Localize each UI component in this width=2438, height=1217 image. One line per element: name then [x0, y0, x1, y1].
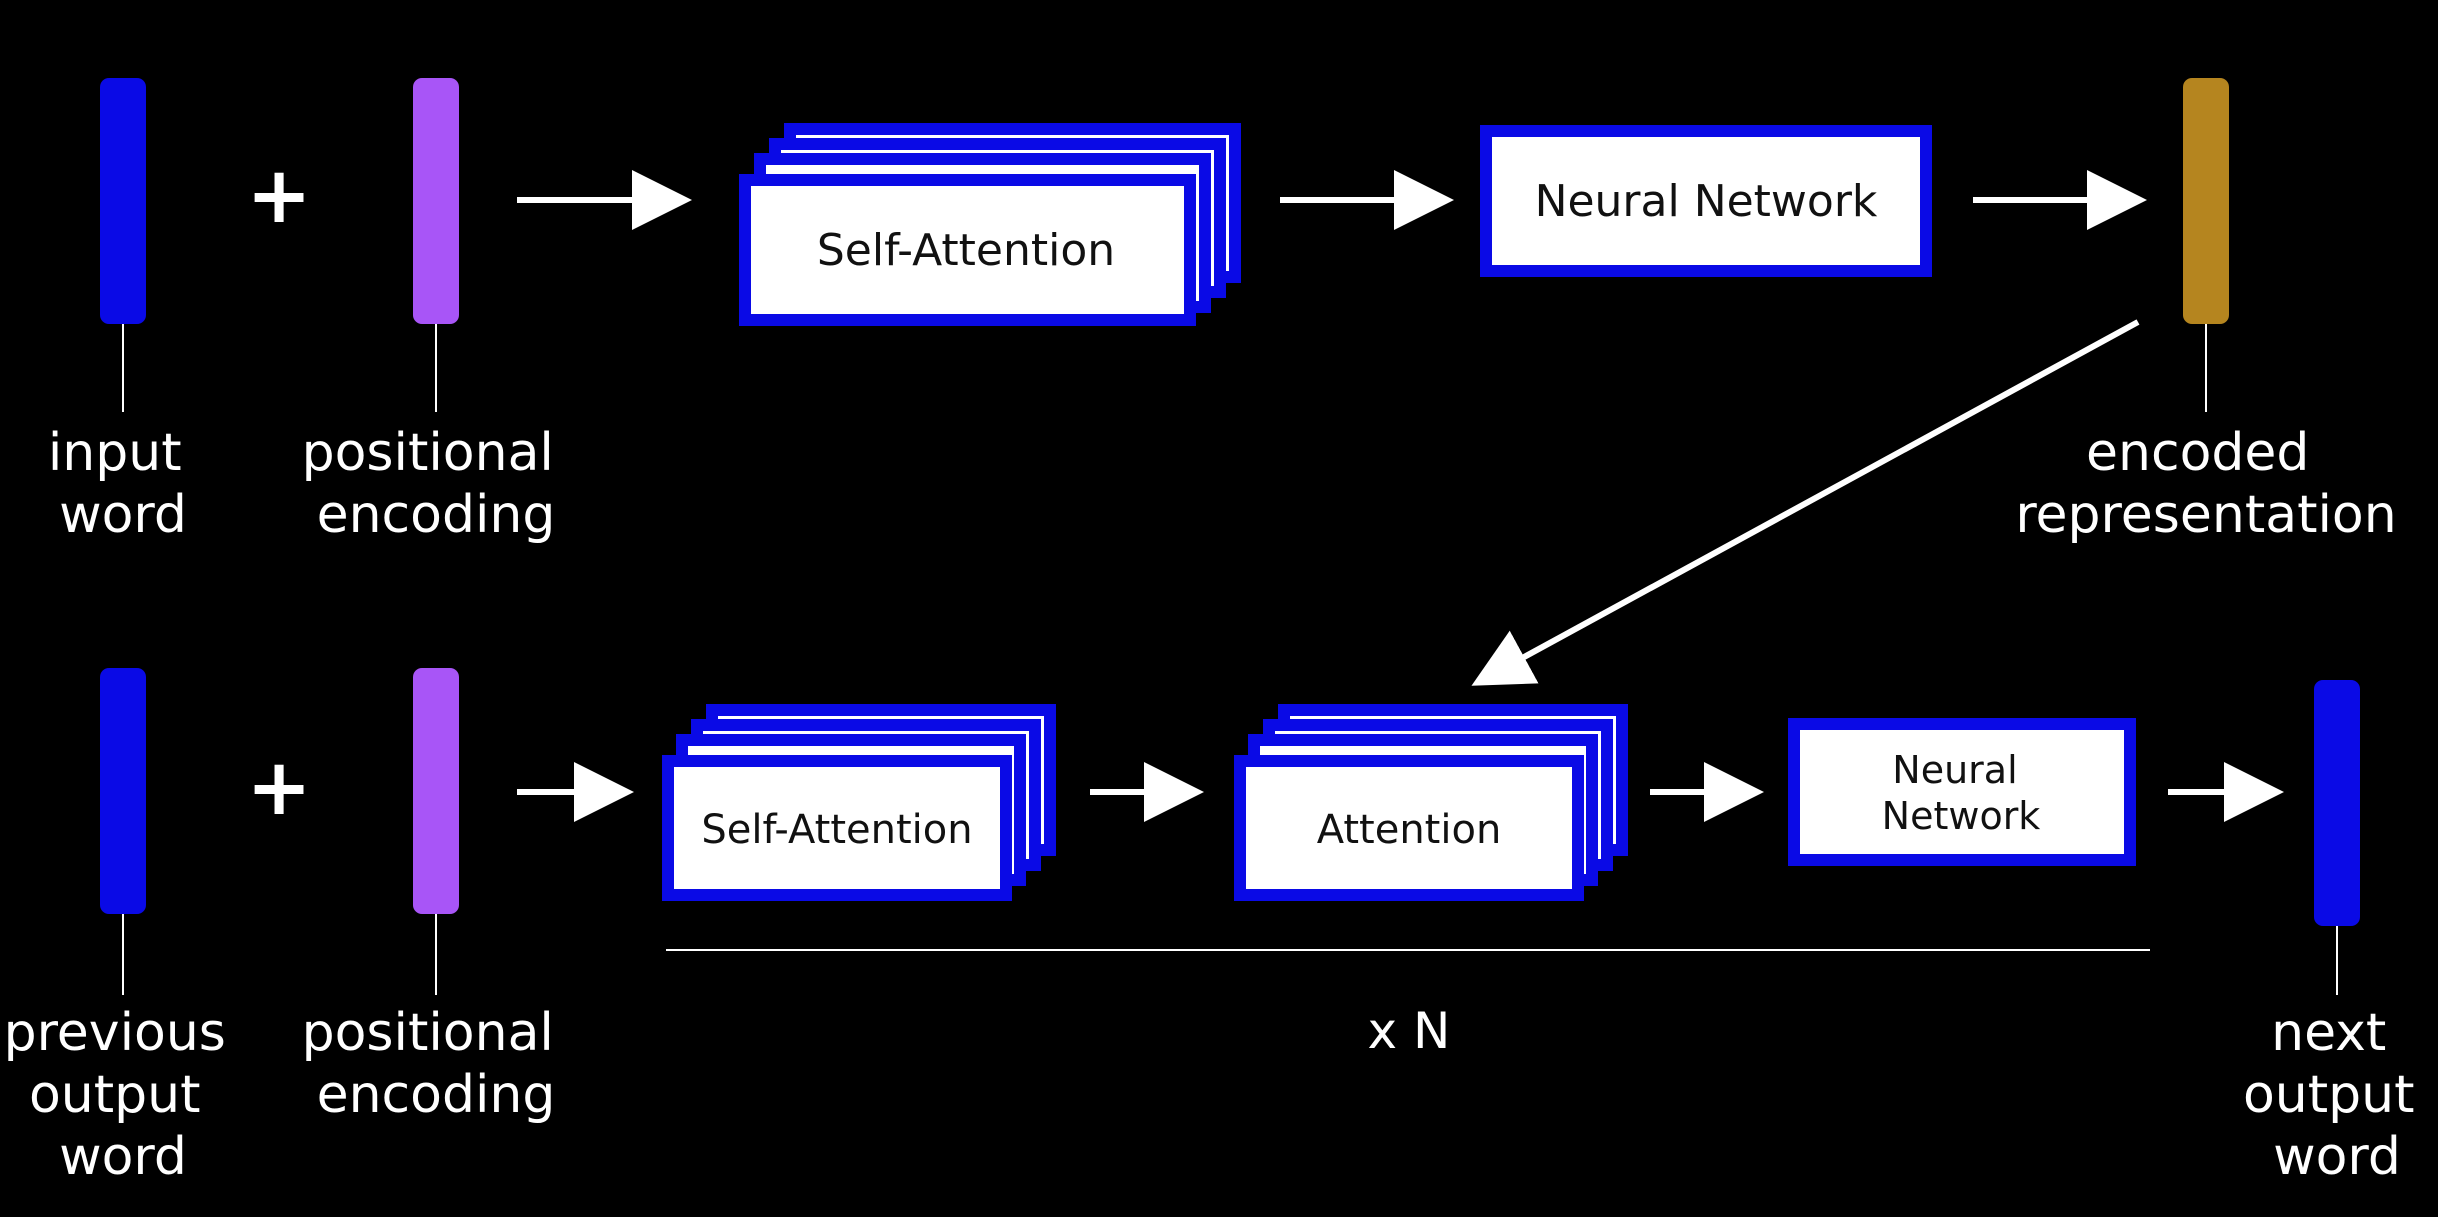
previous-output-word-label: previous output word — [4, 1003, 243, 1187]
encoder-self-attention-box — [739, 174, 1196, 326]
repeat-n-label: x N — [1368, 1002, 1451, 1060]
input-word-label: input word — [48, 423, 198, 545]
encoder-to-decoder-arrow — [1471, 319, 2140, 686]
decoder-attention-box — [1234, 755, 1584, 901]
input-word-vector — [100, 78, 146, 324]
encoder-neural-network-box — [1480, 125, 1932, 277]
decoder-positional-vector — [413, 668, 459, 914]
encoder-positional-vector — [413, 78, 459, 324]
encoded-representation-vector — [2183, 78, 2229, 324]
encoder-neural-network-label: Neural Network — [1535, 176, 1878, 227]
decoder-attention-label: Attention — [1317, 807, 1502, 853]
encoder-positional-label: positional encoding — [302, 423, 571, 545]
decoder-neural-network-label: Neural Network — [1882, 748, 2041, 838]
next-output-word-label: next output word — [2243, 1003, 2431, 1187]
decoder-neural-network-box — [1788, 718, 2136, 866]
next-output-word-vector — [2314, 680, 2360, 926]
decoder-self-attention-label: Self-Attention — [701, 807, 972, 853]
encoded-representation-label: encoded representation — [2015, 423, 2396, 545]
decoder-attention-stack: Attention — [1234, 704, 1628, 901]
decoder-positional-label: positional encoding — [302, 1003, 571, 1125]
encoder-plus-sign: + — [246, 151, 311, 241]
decoder-self-attention-stack: Self-Attention — [662, 704, 1056, 901]
encoder-self-attention-stack: Self-Attention — [739, 123, 1241, 326]
previous-output-word-vector — [100, 668, 146, 914]
decoder-plus-sign: + — [246, 743, 311, 833]
decoder-self-attention-box — [662, 755, 1012, 901]
encoder-self-attention-label: Self-Attention — [817, 225, 1115, 276]
